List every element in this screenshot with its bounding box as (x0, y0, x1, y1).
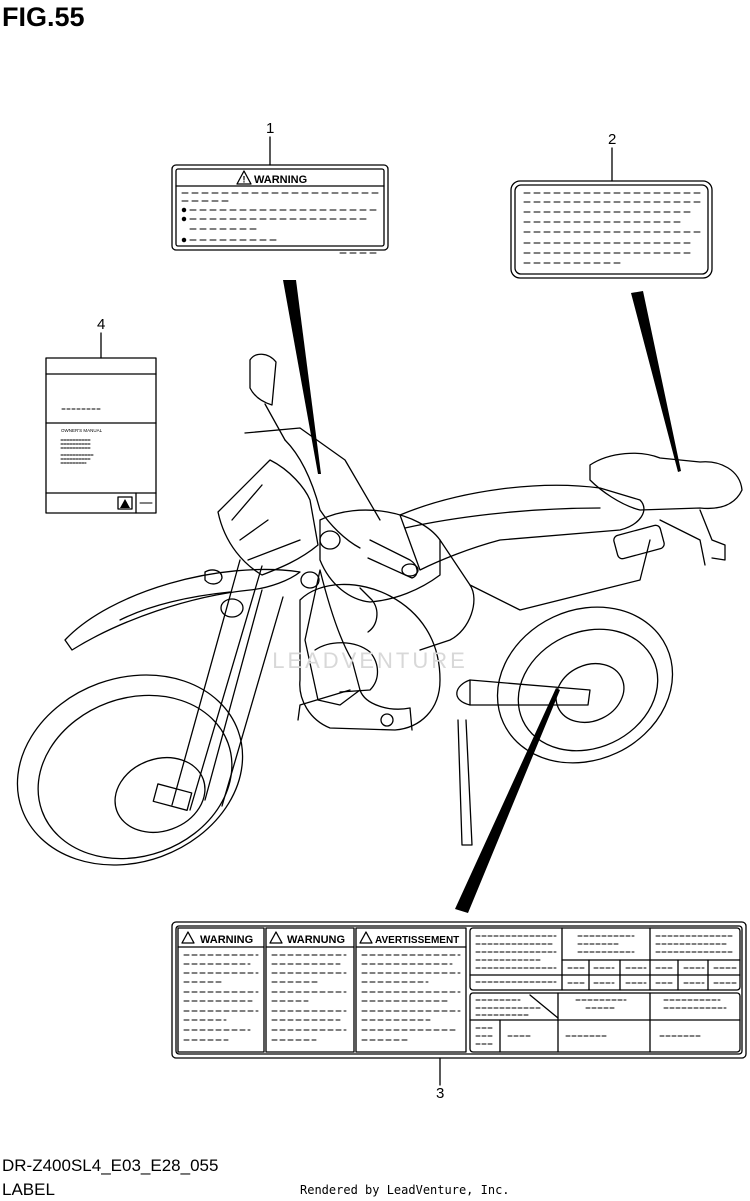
figure-name: LABEL (2, 1180, 55, 1199)
label-3-heading-fr: AVERTISSEMENT (375, 935, 459, 946)
label-1-heading: WARNING (254, 174, 307, 186)
label-4-manual-text: OWNER'S MANUAL (61, 428, 103, 433)
callout-3: 3 (436, 1085, 445, 1102)
svg-text:!: ! (243, 175, 246, 185)
callout-2: 2 (608, 131, 617, 148)
callout-leaders (100, 136, 613, 1086)
figure-title: FIG.55 (2, 2, 85, 32)
label-3-heading-en: WARNING (200, 934, 253, 946)
callout-4: 4 (97, 316, 106, 333)
label-1-warning: ! WARNING (171, 164, 389, 254)
motorcycle-illustration (16, 353, 743, 866)
figure-code: DR-Z400SL4_E03_E28_055 (2, 1156, 219, 1175)
callout-1: 1 (266, 120, 275, 137)
watermark: LEADVENTURE (272, 648, 468, 673)
pointer-wedges (283, 280, 681, 913)
label-2 (510, 180, 713, 279)
label-4-manual: OWNER'S MANUAL (45, 357, 157, 514)
label-3-combined: WARNING WARNUNG AVERTISSEMENT (171, 921, 747, 1059)
rendered-by-credit: Rendered by LeadVenture, Inc. (300, 1183, 510, 1197)
label-3-heading-de: WARNUNG (287, 934, 345, 946)
